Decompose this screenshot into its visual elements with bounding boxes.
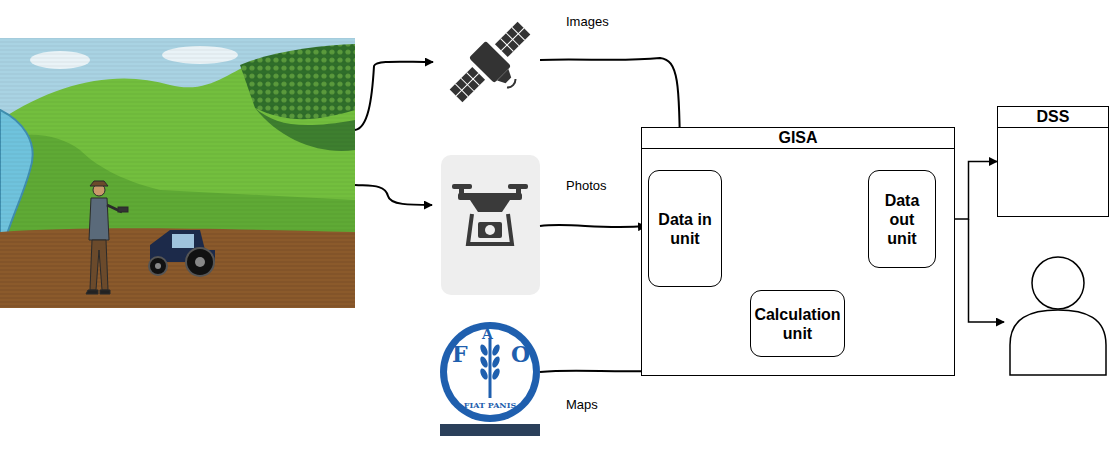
box-heading: GISA [642,128,954,149]
logo-letter: F [452,341,468,367]
drone-icon [441,155,540,295]
box-label: Data in unit [653,210,717,248]
process-box: Data in unit [648,170,722,287]
logo-letter: O [511,341,530,367]
flow-label: Images [566,14,609,29]
satellite-icon [443,15,547,119]
box-label: Calculation unit [754,305,840,343]
logo-letter: A [482,326,493,342]
user-icon [1010,257,1106,375]
tractor [149,230,215,276]
flow-label: Maps [566,397,598,412]
system-box: DSS [997,106,1109,217]
flow-lines [355,58,681,372]
fao-logo [440,322,540,436]
process-box: Data out unit [868,170,936,268]
logo-motto: FIAT PANIS [464,400,516,410]
flow-label: Photos [566,178,606,193]
user-arrow [969,219,1005,322]
box-heading: DSS [998,107,1108,128]
box-label: Data out unit [873,191,931,248]
farm-illustration [0,38,355,308]
system-box: GISA Data in unitCalculation unit Data out… [641,127,955,376]
process-box: Calculation unit [750,290,845,357]
